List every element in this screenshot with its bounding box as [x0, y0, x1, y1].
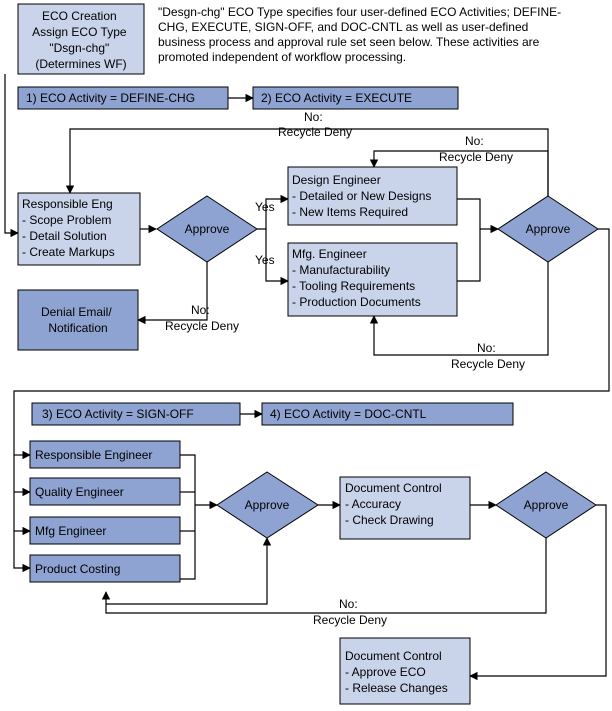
svg-text:Document Control - Accur: Document Control - Accuracy - Check Draw…: [345, 481, 445, 527]
approve-diamond-3: Approve: [216, 471, 319, 539]
design-engineer-box: Design Engineer - Detailed or New Design…: [287, 166, 458, 226]
eco-creation-line-4: (Determines WF): [35, 57, 126, 71]
svg-text:2) ECO Activity = EXECUTE: 2) ECO Activity = EXECUTE: [261, 91, 412, 105]
connector-approve-to-final: [469, 504, 607, 681]
connector-approve-to-denial: [137, 262, 208, 325]
description-line-4: promoted independent of workflow process…: [158, 50, 406, 64]
approve-diamond-2: Approve: [497, 195, 599, 263]
mfg-engineer-signoff-box: Mfg Engineer: [29, 516, 181, 545]
description-line-3: business process and approval rule set s…: [158, 35, 540, 49]
description-line-2: CHG, EXECUTE, SIGN-OFF, and DOC-CNTL as …: [158, 20, 528, 34]
svg-text:Mfg Engineer: Mfg Engineer: [35, 524, 106, 538]
recycle-deny-label-stage1: No: Recycle Deny: [165, 303, 239, 333]
eco-creation-box: ECO Creation Assign ECO Type "Dsgn-chg" …: [17, 3, 145, 75]
yes-label-mfg: Yes: [255, 253, 275, 267]
eco-creation-line-2: Assign ECO Type: [32, 25, 127, 39]
svg-text:ECO Creation Assign ECO: ECO Creation Assign ECO Type "Dsgn-chg" …: [32, 9, 130, 71]
connector-recycle-mfg: [369, 262, 549, 356]
svg-text:Mfg. Engineer - Manufact: Mfg. Engineer - Manufacturability - Tool…: [292, 247, 421, 309]
svg-text:1) ECO Activity = DEFINE-CHG: 1) ECO Activity = DEFINE-CHG: [26, 91, 195, 105]
svg-text:Responsible Eng - Scope: Responsible Eng - Scope Problem - Detail…: [22, 197, 116, 259]
recycle-deny-label-design: No: Recycle Deny: [439, 134, 513, 164]
activity-execute: 2) ECO Activity = EXECUTE: [252, 86, 459, 110]
recycle-deny-label-mfg: No: Recycle Deny: [451, 341, 525, 371]
recycle-deny-label-stage3: No: Recycle Deny: [313, 597, 387, 627]
mfg-engineer-box: Mfg. Engineer - Manufacturability - Tool…: [287, 242, 458, 317]
activity-doc-cntl: 4) ECO Activity = DOC-CNTL: [261, 402, 514, 426]
yes-label-design: Yes: [255, 200, 275, 214]
connector-approve-to-mfg: [265, 229, 289, 286]
connector-approve-to-stage3: [13, 228, 610, 573]
document-control-release-box: Document Control - Approve ECO - Release…: [339, 637, 471, 705]
responsible-engineer-box: Responsible Engineer: [29, 440, 181, 469]
connectors: [4, 74, 610, 681]
recycle-deny-label-top: No: Recycle Deny: [278, 110, 352, 139]
svg-text:Responsible Engineer: Responsible Engineer: [35, 448, 152, 462]
connector-creation-to-eng: [4, 74, 19, 238]
svg-text:Approve: Approve: [185, 222, 230, 236]
svg-text:4) ECO Activity = DOC-CNTL: 4) ECO Activity = DOC-CNTL: [270, 407, 427, 421]
svg-text:Design Engineer - Detail: Design Engineer - Detailed or New Design…: [292, 173, 435, 219]
connector-design-to-approve: [457, 198, 499, 234]
svg-text:Approve: Approve: [526, 222, 571, 236]
connector-recycle-approve1: [106, 537, 272, 605]
svg-text:Approve: Approve: [245, 498, 290, 512]
quality-engineer-box: Quality Engineer: [29, 477, 181, 506]
svg-text:Document Control - Appro: Document Control - Approve ECO - Release…: [345, 649, 448, 695]
document-control-check-box: Document Control - Accuracy - Check Draw…: [339, 476, 471, 540]
eco-type-description: "Desgn-chg" ECO Type specifies four user…: [158, 5, 564, 64]
connector-approve-to-design: [257, 194, 289, 230]
eco-creation-line-3: "Dsgn-chg": [49, 41, 109, 55]
description-line-1: "Desgn-chg" ECO Type specifies four user…: [158, 5, 561, 19]
connector-recycle-design: [369, 150, 549, 197]
svg-text:Product Costing: Product Costing: [35, 562, 120, 576]
svg-text:Approve: Approve: [524, 498, 569, 512]
denial-email-box: Denial Email/ Notification: [17, 289, 139, 351]
svg-text:Denial Email/ Notificati: Denial Email/ Notification: [41, 305, 115, 335]
connector-stage3-to-approve: [180, 454, 196, 580]
svg-text:Quality Engineer: Quality Engineer: [35, 485, 124, 499]
product-costing-box: Product Costing: [29, 554, 181, 583]
approve-diamond-4: Approve: [495, 471, 597, 539]
eco-creation-line-1: ECO Creation: [42, 9, 117, 23]
approve-diamond-1: Approve: [156, 195, 258, 263]
activity-define-chg: 1) ECO Activity = DEFINE-CHG: [17, 86, 229, 110]
connector-mfg-to-approve: [457, 229, 481, 282]
connector-recycle-stage3: [101, 538, 547, 614]
responsible-eng-box: Responsible Eng - Scope Problem - Detail…: [17, 192, 141, 266]
svg-text:3) ECO Activity = SIGN-OFF: 3) ECO Activity = SIGN-OFF: [42, 407, 194, 421]
activity-sign-off: 3) ECO Activity = SIGN-OFF: [31, 402, 241, 426]
